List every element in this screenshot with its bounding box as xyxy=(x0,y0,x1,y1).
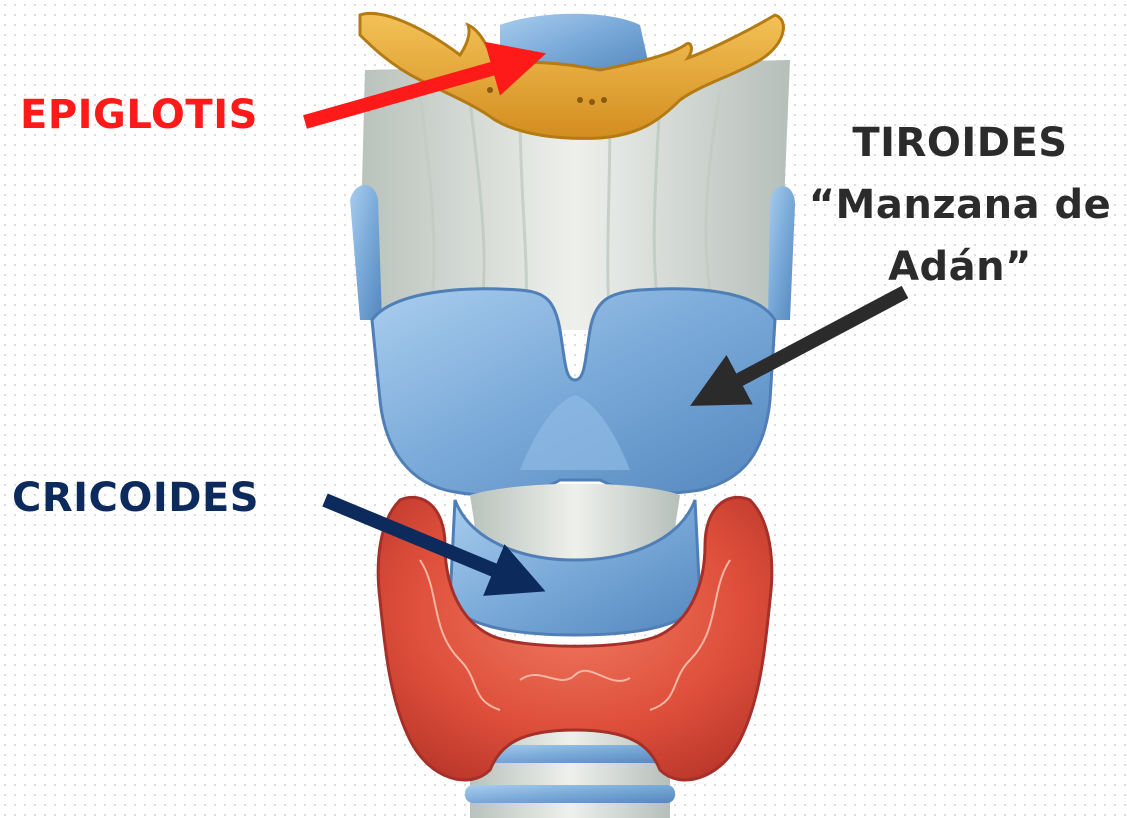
cricoides-label: CRICOIDES xyxy=(12,475,259,521)
tiroides-label: TIROIDES “Manzana de Adán” xyxy=(800,112,1120,298)
epiglotis-label: EPIGLOTIS xyxy=(20,92,258,138)
tiroides-label-line1: TIROIDES xyxy=(800,112,1120,174)
tiroides-label-line3: Adán” xyxy=(800,236,1120,298)
tiroides-label-line2: “Manzana de xyxy=(800,174,1120,236)
